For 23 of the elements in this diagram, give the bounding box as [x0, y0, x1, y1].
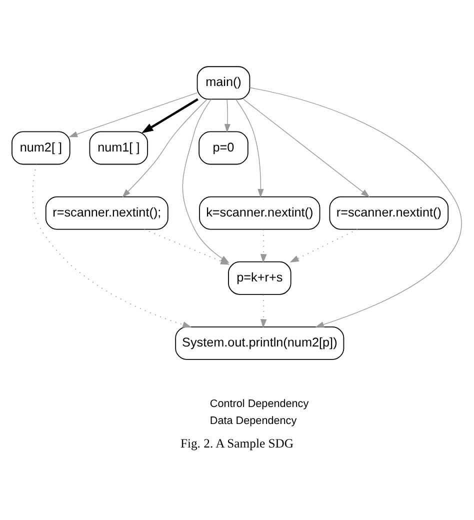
caption: Fig. 2. A Sample SDG — [180, 436, 294, 450]
arrow — [260, 228, 267, 263]
legend-label: Control Dependency — [210, 398, 309, 410]
node-box: num2[ ] — [12, 130, 70, 164]
arrow — [68, 92, 198, 137]
node-box: main() — [196, 66, 250, 100]
node-box: num1[ ] — [89, 130, 148, 164]
arrow — [122, 98, 208, 197]
arrow — [224, 98, 230, 132]
arrow — [243, 98, 370, 197]
node-box: System.out.println(num2[p]) — [175, 326, 344, 360]
node-box: p=0 — [198, 130, 248, 164]
node-box: k=scanner.nextint() — [199, 196, 320, 230]
node-box: r=scanner.nextint() — [329, 196, 449, 230]
arrow — [249, 86, 462, 327]
arrow — [260, 294, 267, 328]
arrow — [32, 163, 192, 328]
node-box: p=k+r+s — [228, 260, 292, 294]
arrow — [290, 228, 358, 262]
arrow — [235, 98, 264, 198]
arrow — [141, 98, 198, 133]
node-box: r=scanner.nextint(); — [45, 196, 168, 230]
legend-label: Data Dependency — [210, 414, 297, 427]
